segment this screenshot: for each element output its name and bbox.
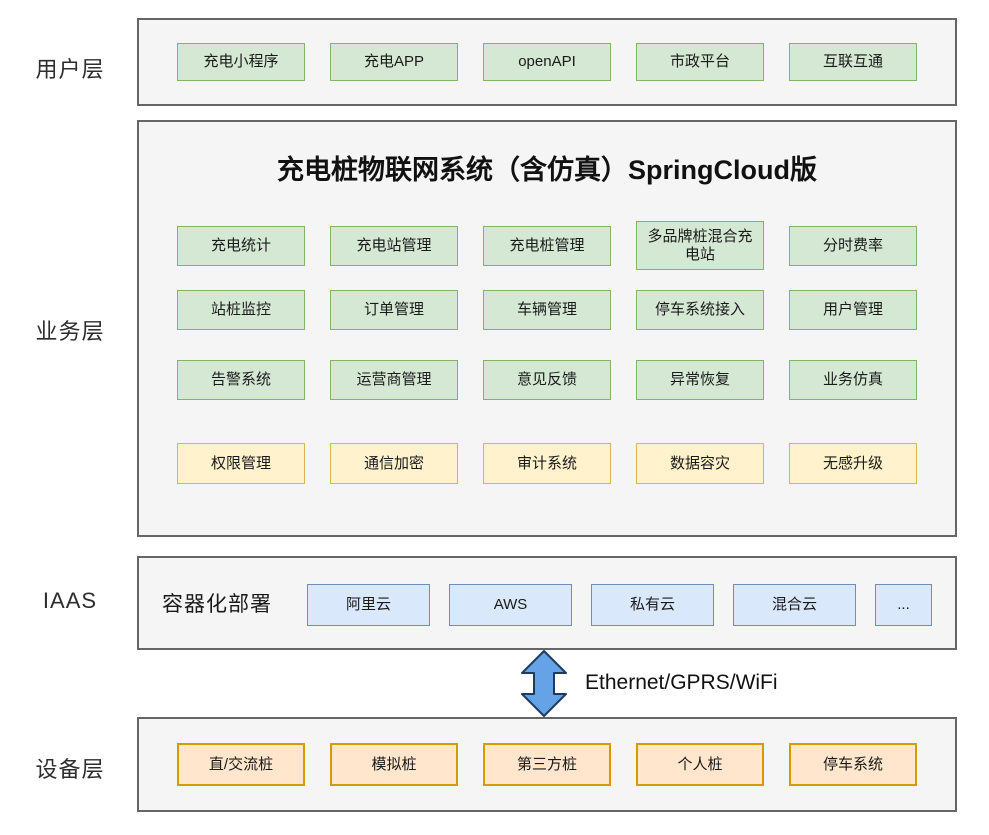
user-layer-container: 充电小程序 充电APP openAPI 市政平台 互联互通	[137, 18, 957, 106]
business-row-security: 权限管理 通信加密 审计系统 数据容灾 无感升级	[139, 443, 955, 484]
cloud-box: 私有云	[591, 584, 714, 626]
security-box: 审计系统	[483, 443, 611, 484]
containerized-deploy-label: 容器化部署	[162, 593, 272, 616]
user-layer-box: 充电APP	[330, 43, 458, 81]
business-row-1: 充电统计 充电站管理 充电桩管理 多品牌桩混合充电站 分时费率	[139, 221, 955, 270]
business-box: 业务仿真	[789, 360, 917, 400]
cloud-box: AWS	[449, 584, 572, 626]
device-box: 第三方桩	[483, 743, 611, 786]
cloud-box: 混合云	[733, 584, 856, 626]
security-box: 数据容灾	[636, 443, 764, 484]
layer-label-iaas: IAAS	[42, 588, 98, 613]
business-box: 分时费率	[789, 225, 917, 266]
device-layer-container: 直/交流桩 模拟桩 第三方桩 个人桩 停车系统	[137, 717, 957, 812]
user-layer-box: 市政平台	[636, 43, 764, 81]
business-box: 异常恢复	[636, 360, 764, 400]
business-box: 订单管理	[330, 290, 458, 330]
security-box: 无感升级	[789, 443, 917, 484]
iaas-row: 阿里云 AWS 私有云 混合云 ...	[307, 584, 932, 626]
business-row-3: 告警系统 运营商管理 意见反馈 异常恢复 业务仿真	[139, 360, 955, 400]
security-box: 权限管理	[177, 443, 305, 484]
business-box: 用户管理	[789, 290, 917, 330]
layer-label-business: 业务层	[35, 319, 105, 344]
user-layer-box: openAPI	[483, 43, 611, 81]
business-box: 车辆管理	[483, 290, 611, 330]
device-box: 个人桩	[636, 743, 764, 786]
business-box: 充电桩管理	[483, 225, 611, 266]
device-box: 直/交流桩	[177, 743, 305, 786]
device-box: 模拟桩	[330, 743, 458, 786]
cloud-box: 阿里云	[307, 584, 430, 626]
business-box: 停车系统接入	[636, 290, 764, 330]
user-layer-box: 互联互通	[789, 43, 917, 81]
layer-label-user: 用户层	[35, 57, 105, 82]
iaas-layer-container: 容器化部署 阿里云 AWS 私有云 混合云 ...	[137, 556, 957, 650]
business-box: 告警系统	[177, 360, 305, 400]
layer-label-device: 设备层	[35, 757, 105, 782]
device-row: 直/交流桩 模拟桩 第三方桩 个人桩 停车系统	[177, 743, 917, 786]
business-box: 多品牌桩混合充电站	[636, 221, 764, 270]
device-box: 停车系统	[789, 743, 917, 786]
business-layer-container: 充电桩物联网系统（含仿真）SpringCloud版 充电统计 充电站管理 充电桩…	[137, 120, 957, 537]
double-arrow-icon	[521, 650, 567, 717]
security-box: 通信加密	[330, 443, 458, 484]
user-layer-box: 充电小程序	[177, 43, 305, 81]
business-box: 站桩监控	[177, 290, 305, 330]
user-layer-row: 充电小程序 充电APP openAPI 市政平台 互联互通	[177, 43, 917, 81]
connection-protocol-label: Ethernet/GPRS/WiFi	[585, 671, 778, 694]
cloud-box-more: ...	[875, 584, 932, 626]
business-box: 充电统计	[177, 225, 305, 266]
business-box: 运营商管理	[330, 360, 458, 400]
business-box: 意见反馈	[483, 360, 611, 400]
business-box: 充电站管理	[330, 225, 458, 266]
system-title: 充电桩物联网系统（含仿真）SpringCloud版	[277, 155, 817, 185]
business-row-2: 站桩监控 订单管理 车辆管理 停车系统接入 用户管理	[139, 290, 955, 330]
